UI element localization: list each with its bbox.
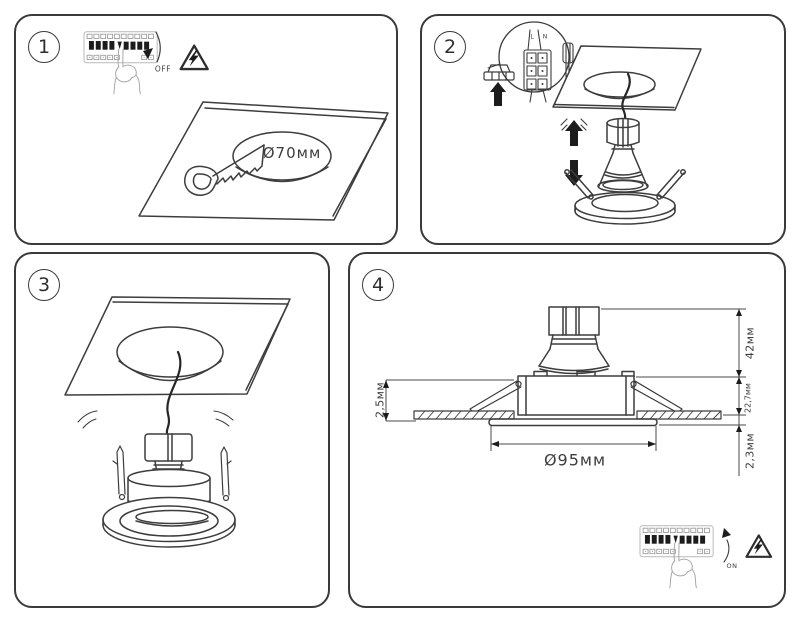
- terminal-neutral-label: N: [542, 33, 548, 41]
- high-voltage-warning-icon: [745, 534, 773, 558]
- power-off-label: OFF: [154, 64, 172, 74]
- dim-height-label: 42мм: [743, 326, 757, 360]
- switch-off-arrow-icon: [143, 31, 161, 63]
- step3-illustration: [64, 296, 291, 548]
- panel-step-4: 4 2,5мм 42мм 22,7мм 2,3мм Ø95мм ON: [348, 252, 786, 608]
- step-number: 3: [37, 274, 51, 296]
- step-number-badge: 4: [362, 269, 394, 301]
- lamp-connector: [606, 117, 640, 148]
- power-cable: [165, 350, 182, 435]
- dimension-diameter: [490, 426, 657, 451]
- dim-diameter-label: Ø95мм: [543, 450, 607, 470]
- terminal-block: [523, 29, 552, 103]
- step-number: 4: [371, 274, 385, 296]
- step4-technical-drawing: [383, 306, 773, 589]
- step-number: 1: [37, 36, 51, 58]
- panel-step-2: 2 L N: [420, 14, 786, 245]
- spring-clip: [564, 169, 594, 200]
- step1-illustration: [83, 31, 389, 221]
- dim-flange-label: 2,5мм: [373, 381, 387, 419]
- dim-trim-label: 2,3мм: [743, 432, 757, 470]
- step2-illustration: [483, 21, 702, 225]
- spring-clip: [220, 446, 232, 502]
- step-number: 2: [443, 36, 457, 58]
- spring-clip: [112, 445, 126, 501]
- cutout-circle: [116, 326, 224, 382]
- dim-recess-label: 22,7мм: [743, 383, 753, 413]
- switch-on-arrow-icon: [722, 528, 731, 563]
- insert-up-arrow-icon: [490, 82, 506, 106]
- lamp-connector: [144, 433, 193, 462]
- step-number-badge: 3: [28, 269, 60, 301]
- cutout-circle: [583, 71, 656, 100]
- cutout-diameter-label: Ø70мм: [262, 144, 322, 162]
- circuit-breaker-icon: [639, 525, 714, 589]
- trim-ring-section: [488, 418, 658, 427]
- high-voltage-warning-icon: [179, 44, 209, 71]
- dimension-heights: [601, 308, 746, 476]
- circuit-breaker-icon: [83, 31, 158, 95]
- dimension-flange: [383, 379, 514, 422]
- panel-step-1: 1 OFF Ø70мм: [14, 14, 398, 245]
- spring-clip: [469, 380, 522, 414]
- gu10-base: [548, 306, 600, 336]
- motion-marks: [77, 410, 234, 429]
- spring-clip: [656, 169, 686, 200]
- wire-connector: [483, 64, 515, 81]
- spring-clip: [630, 380, 683, 414]
- power-on-label: ON: [726, 562, 738, 570]
- terminal-live-label: L: [530, 33, 534, 41]
- up-arrow-icon: [565, 120, 583, 146]
- keyhole-saw-icon: [184, 144, 265, 196]
- fixture-housing: [517, 370, 635, 416]
- gu10-lamp: [597, 144, 649, 193]
- push-pull-arrows: [560, 118, 588, 186]
- lamp-neck: [152, 460, 185, 474]
- trim-ring: [102, 496, 236, 548]
- panel-step-3: 3: [14, 252, 330, 608]
- ceiling-section: [413, 410, 722, 420]
- step-number-badge: 2: [434, 31, 466, 63]
- lamp-cone: [538, 334, 610, 375]
- step-number-badge: 1: [28, 31, 60, 63]
- mounting-ring: [564, 169, 686, 225]
